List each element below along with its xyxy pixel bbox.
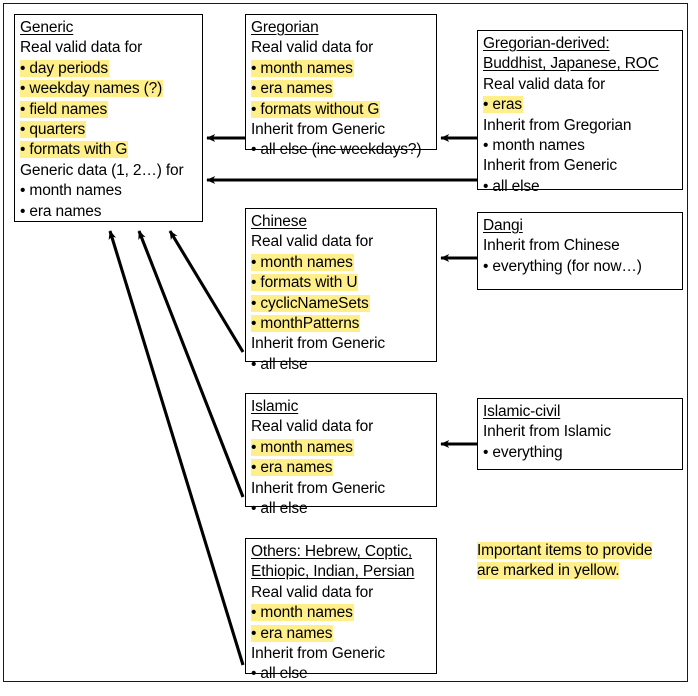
chinese-inherit-label: Inherit from Generic (251, 335, 385, 353)
islamic-item-era-names: • era names (251, 459, 334, 477)
generic-item-formats-with-g: • formats with G (20, 141, 129, 159)
chinese-line-1: Real valid data for (251, 233, 374, 251)
others-line-2: Real valid data for (251, 583, 374, 601)
islamic-item-month-names: • month names (251, 438, 354, 456)
gregorian-derived-item-eras: • eras (483, 96, 523, 114)
gregorian-line-1: Real valid data for (251, 39, 374, 57)
islamic-civil-inherit-label: Inherit from Islamic (483, 423, 611, 441)
gregorian-box[interactable]: Gregorian Real valid data for • month na… (245, 14, 437, 158)
gregorian-derived-heading-1: Gregorian-derived: (483, 35, 610, 52)
chinese-box[interactable]: Chinese Real valid data for • month name… (245, 208, 437, 373)
dangi-heading: Dangi (483, 217, 523, 234)
islamic-heading: Islamic (251, 398, 299, 415)
chinese-item-cyclic-name-sets: • cyclicNameSets (251, 294, 370, 312)
gregorian-derived-inherit-gregorian-label: Inherit from Gregorian (483, 116, 632, 134)
islamic-civil-heading: Islamic-civil (483, 403, 561, 420)
generic-item-day-periods: • day periods (20, 59, 109, 77)
others-item-month-names: • month names (251, 604, 354, 622)
gregorian-item-formats-without-g: • formats without G (251, 100, 381, 118)
islamic-item-all-else: • all else (251, 500, 308, 518)
gregorian-item-month-names: • month names (251, 59, 354, 77)
others-inherit-label: Inherit from Generic (251, 645, 385, 663)
dangi-box[interactable]: Dangi Inherit from Chinese • everything … (477, 212, 683, 290)
gregorian-derived-heading-2: Buddhist, Japanese, ROC (483, 55, 659, 73)
others-heading-1: Others: Hebrew, Coptic, (251, 543, 413, 560)
others-box[interactable]: Others: Hebrew, Coptic, Ethiopic, Indian… (245, 538, 437, 682)
chinese-item-formats-with-u: • formats with U (251, 274, 359, 292)
generic-line-1: Real valid data for (20, 39, 143, 57)
gregorian-derived-inherit-generic-label: Inherit from Generic (483, 157, 617, 175)
generic-item-weekday-names: • weekday names (?) (20, 80, 164, 98)
chinese-item-all-else: • all else (251, 355, 308, 373)
generic-item-quarters: • quarters (20, 121, 87, 139)
gregorian-derived-line-2: Real valid data for (483, 75, 606, 93)
gregorian-derived-box[interactable]: Gregorian-derived: Buddhist, Japanese, R… (477, 30, 683, 195)
generic-item-era-names: • era names (20, 202, 102, 220)
gregorian-derived-item-all-else: • all else (483, 177, 540, 195)
chinese-item-month-names: • month names (251, 253, 354, 271)
chinese-heading: Chinese (251, 213, 307, 230)
generic-item-month-names: • month names (20, 182, 122, 200)
others-heading-2: Ethiopic, Indian, Persian (251, 563, 415, 581)
diagram-outer-frame (3, 3, 688, 682)
islamic-civil-item-everything: • everything (483, 443, 563, 461)
dangi-inherit-label: Inherit from Chinese (483, 237, 620, 255)
gregorian-inherit-label: Inherit from Generic (251, 121, 385, 139)
generic-heading: Generic (20, 19, 74, 36)
islamic-inherit-label: Inherit from Generic (251, 479, 385, 497)
gregorian-heading: Gregorian (251, 19, 319, 36)
islamic-civil-box[interactable]: Islamic-civil Inherit from Islamic • eve… (477, 398, 683, 470)
gregorian-derived-item-month-names: • month names (483, 137, 585, 155)
dangi-item-everything: • everything (for now…) (483, 257, 642, 275)
islamic-line-1: Real valid data for (251, 418, 374, 436)
legend-note: Important items to provide are marked in… (477, 541, 683, 582)
gregorian-item-era-names: • era names (251, 80, 334, 98)
generic-line-7: Generic data (1, 2…) for (20, 161, 184, 179)
chinese-item-month-patterns: • monthPatterns (251, 315, 361, 333)
islamic-box[interactable]: Islamic Real valid data for • month name… (245, 393, 437, 517)
legend-note-line-1: Important items to provide (477, 542, 653, 559)
generic-item-field-names: • field names (20, 100, 109, 118)
gregorian-item-all-else: • all else (inc weekdays?) (251, 141, 422, 159)
legend-note-line-2: are marked in yellow. (477, 562, 620, 580)
others-item-all-else: • all else (251, 665, 308, 683)
others-item-era-names: • era names (251, 624, 334, 642)
generic-box[interactable]: Generic Real valid data for • day period… (14, 14, 203, 222)
